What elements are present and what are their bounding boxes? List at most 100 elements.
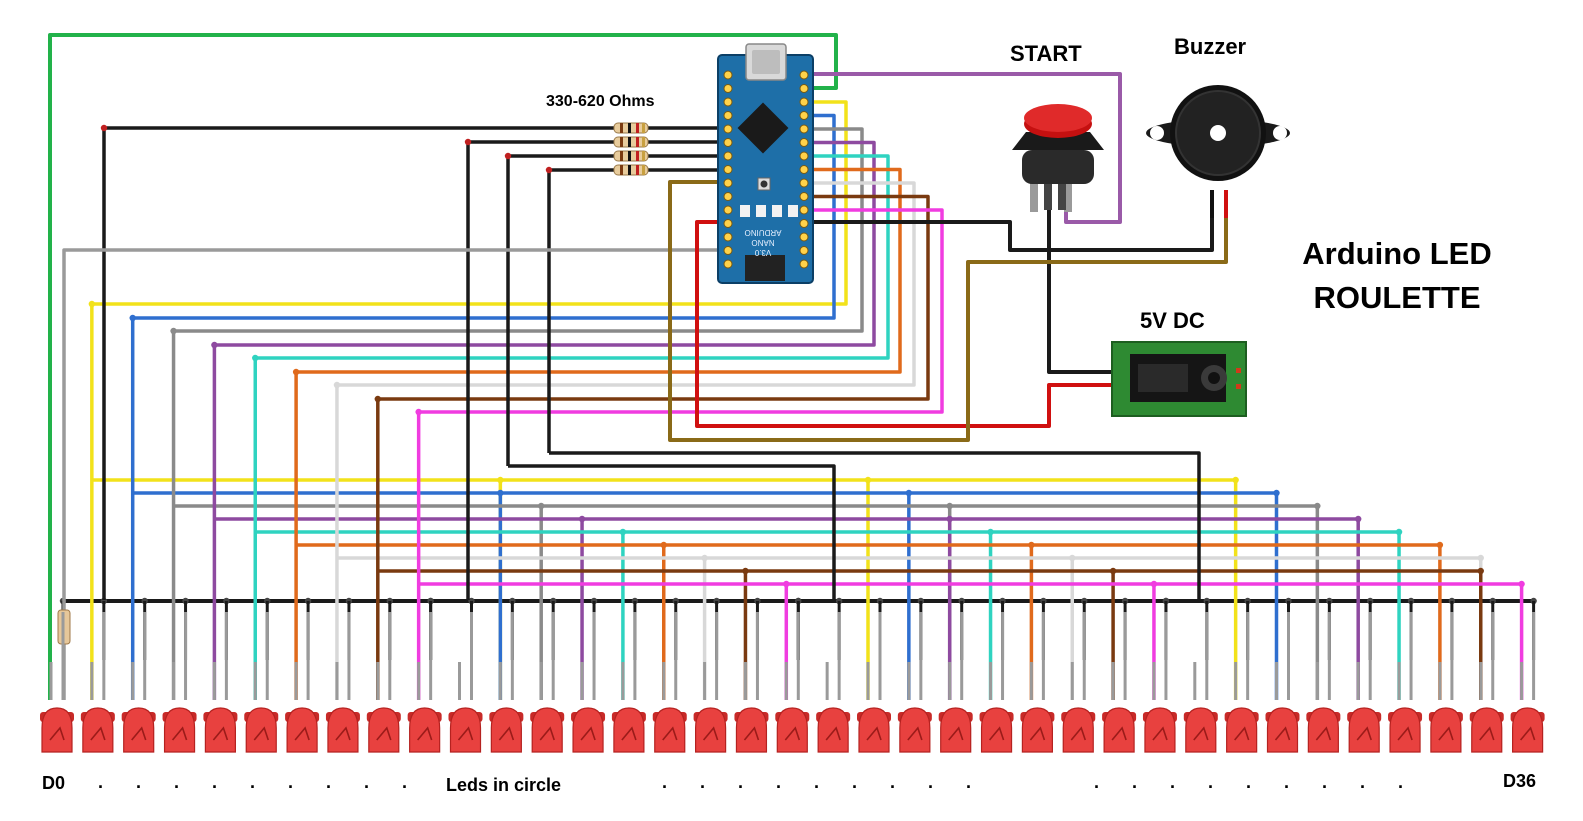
board-pin-left: [723, 70, 733, 80]
resistor-band: [636, 123, 639, 133]
wire-joint: [464, 138, 472, 146]
led-12: [530, 612, 565, 753]
led-body: [1266, 707, 1299, 753]
wire-joint: [504, 152, 512, 160]
led-die: [1519, 726, 1536, 741]
board-pin-right: [799, 84, 809, 93]
resistor-band: [620, 165, 623, 175]
wire-joint: [252, 354, 259, 362]
start-wire: [806, 72, 1122, 224]
led-body: [204, 707, 236, 753]
resistor-band: [628, 137, 631, 147]
dc-power-jack-component: [1111, 341, 1247, 417]
led-body: [327, 707, 359, 753]
board-pin-left: [723, 205, 733, 215]
wire-joint: [619, 528, 627, 536]
board-pin-right: [799, 70, 809, 80]
led-body: [1144, 707, 1176, 753]
common-wire: [102, 126, 720, 600]
led-die: [90, 726, 106, 741]
led-die: [1029, 726, 1046, 741]
wire-joint: [333, 381, 341, 389]
led-13: [571, 612, 606, 753]
led-body: [776, 707, 808, 753]
led-5: [244, 612, 279, 753]
board-pin-left: [723, 138, 733, 147]
led-body: [572, 707, 604, 753]
wire-joint: [1395, 528, 1403, 536]
resistor-band: [620, 137, 623, 147]
board-model-text: NANO: [751, 238, 774, 247]
led-die: [1356, 726, 1372, 741]
resistor-band: [628, 151, 631, 161]
buzzer-signal-wire: [668, 180, 1228, 442]
wire-joint: [1028, 541, 1035, 549]
signal-wire: [90, 100, 848, 700]
signal-wire: [376, 194, 930, 700]
wire-joint: [1314, 502, 1321, 510]
wire-joint: [864, 476, 872, 484]
led-die: [1438, 726, 1454, 741]
led-die: [376, 726, 392, 741]
led-body: [163, 707, 196, 753]
board-pin-left: [723, 151, 733, 161]
resistor-band: [636, 151, 639, 161]
led-die: [335, 726, 351, 741]
led-14: [611, 612, 646, 753]
led-body: [1062, 707, 1094, 753]
board-pin-headers: [723, 70, 809, 269]
led-die: [417, 726, 433, 741]
diagram-title: Arduino LED ROULETTE: [1278, 232, 1516, 320]
led-24: [1020, 612, 1055, 753]
led-die: [171, 726, 188, 741]
buzzer-label: Buzzer: [1174, 34, 1247, 59]
led-body: [735, 707, 768, 753]
led-die: [662, 726, 678, 741]
signal-wire: [130, 113, 836, 700]
board-pin-left: [723, 165, 733, 174]
led-body: [368, 707, 400, 753]
led-die: [784, 726, 801, 741]
led-2: [121, 612, 156, 753]
board-pin-right: [799, 151, 809, 161]
wire-joint: [578, 515, 586, 523]
led-die: [948, 726, 964, 741]
led-die: [1111, 726, 1127, 741]
dots-right-2: . . . . . . . . .: [1094, 772, 1418, 792]
resistor-band: [628, 123, 631, 133]
board-pin-right: [799, 219, 809, 228]
resistor-band: [642, 165, 645, 175]
led-body: [1185, 707, 1217, 753]
wire-joint: [415, 408, 422, 416]
led-body: [1389, 707, 1421, 753]
led-34: [1428, 612, 1463, 753]
led-die: [1397, 726, 1413, 741]
wire-joint: [660, 541, 667, 549]
board-pin-right: [799, 232, 809, 242]
board-pin-left: [723, 232, 733, 242]
led-body: [245, 707, 277, 753]
led-die: [539, 726, 555, 741]
led-body: [531, 707, 563, 753]
led-body: [940, 707, 972, 753]
board-pin-right: [799, 97, 809, 107]
board-version-text: V3.0: [754, 248, 771, 257]
common-wire: [506, 154, 720, 466]
led-die: [702, 726, 719, 741]
led-body: [41, 707, 73, 753]
board-pin-left: [723, 192, 733, 201]
wire-joint: [783, 580, 790, 588]
led-26: [1102, 612, 1137, 753]
wire-joint: [170, 327, 177, 335]
board-pin-left: [723, 97, 733, 107]
power-vcc-wire: [695, 220, 1112, 428]
led-die: [253, 726, 270, 741]
led-25: [1061, 612, 1096, 753]
board-pin-right: [799, 246, 809, 255]
middle-label: Leds in circle: [446, 775, 562, 795]
board-pin-right: [799, 138, 809, 147]
led-16: [693, 612, 728, 753]
led-body: [1226, 707, 1258, 753]
led-die: [1152, 726, 1168, 741]
start-label: START: [1010, 41, 1082, 66]
